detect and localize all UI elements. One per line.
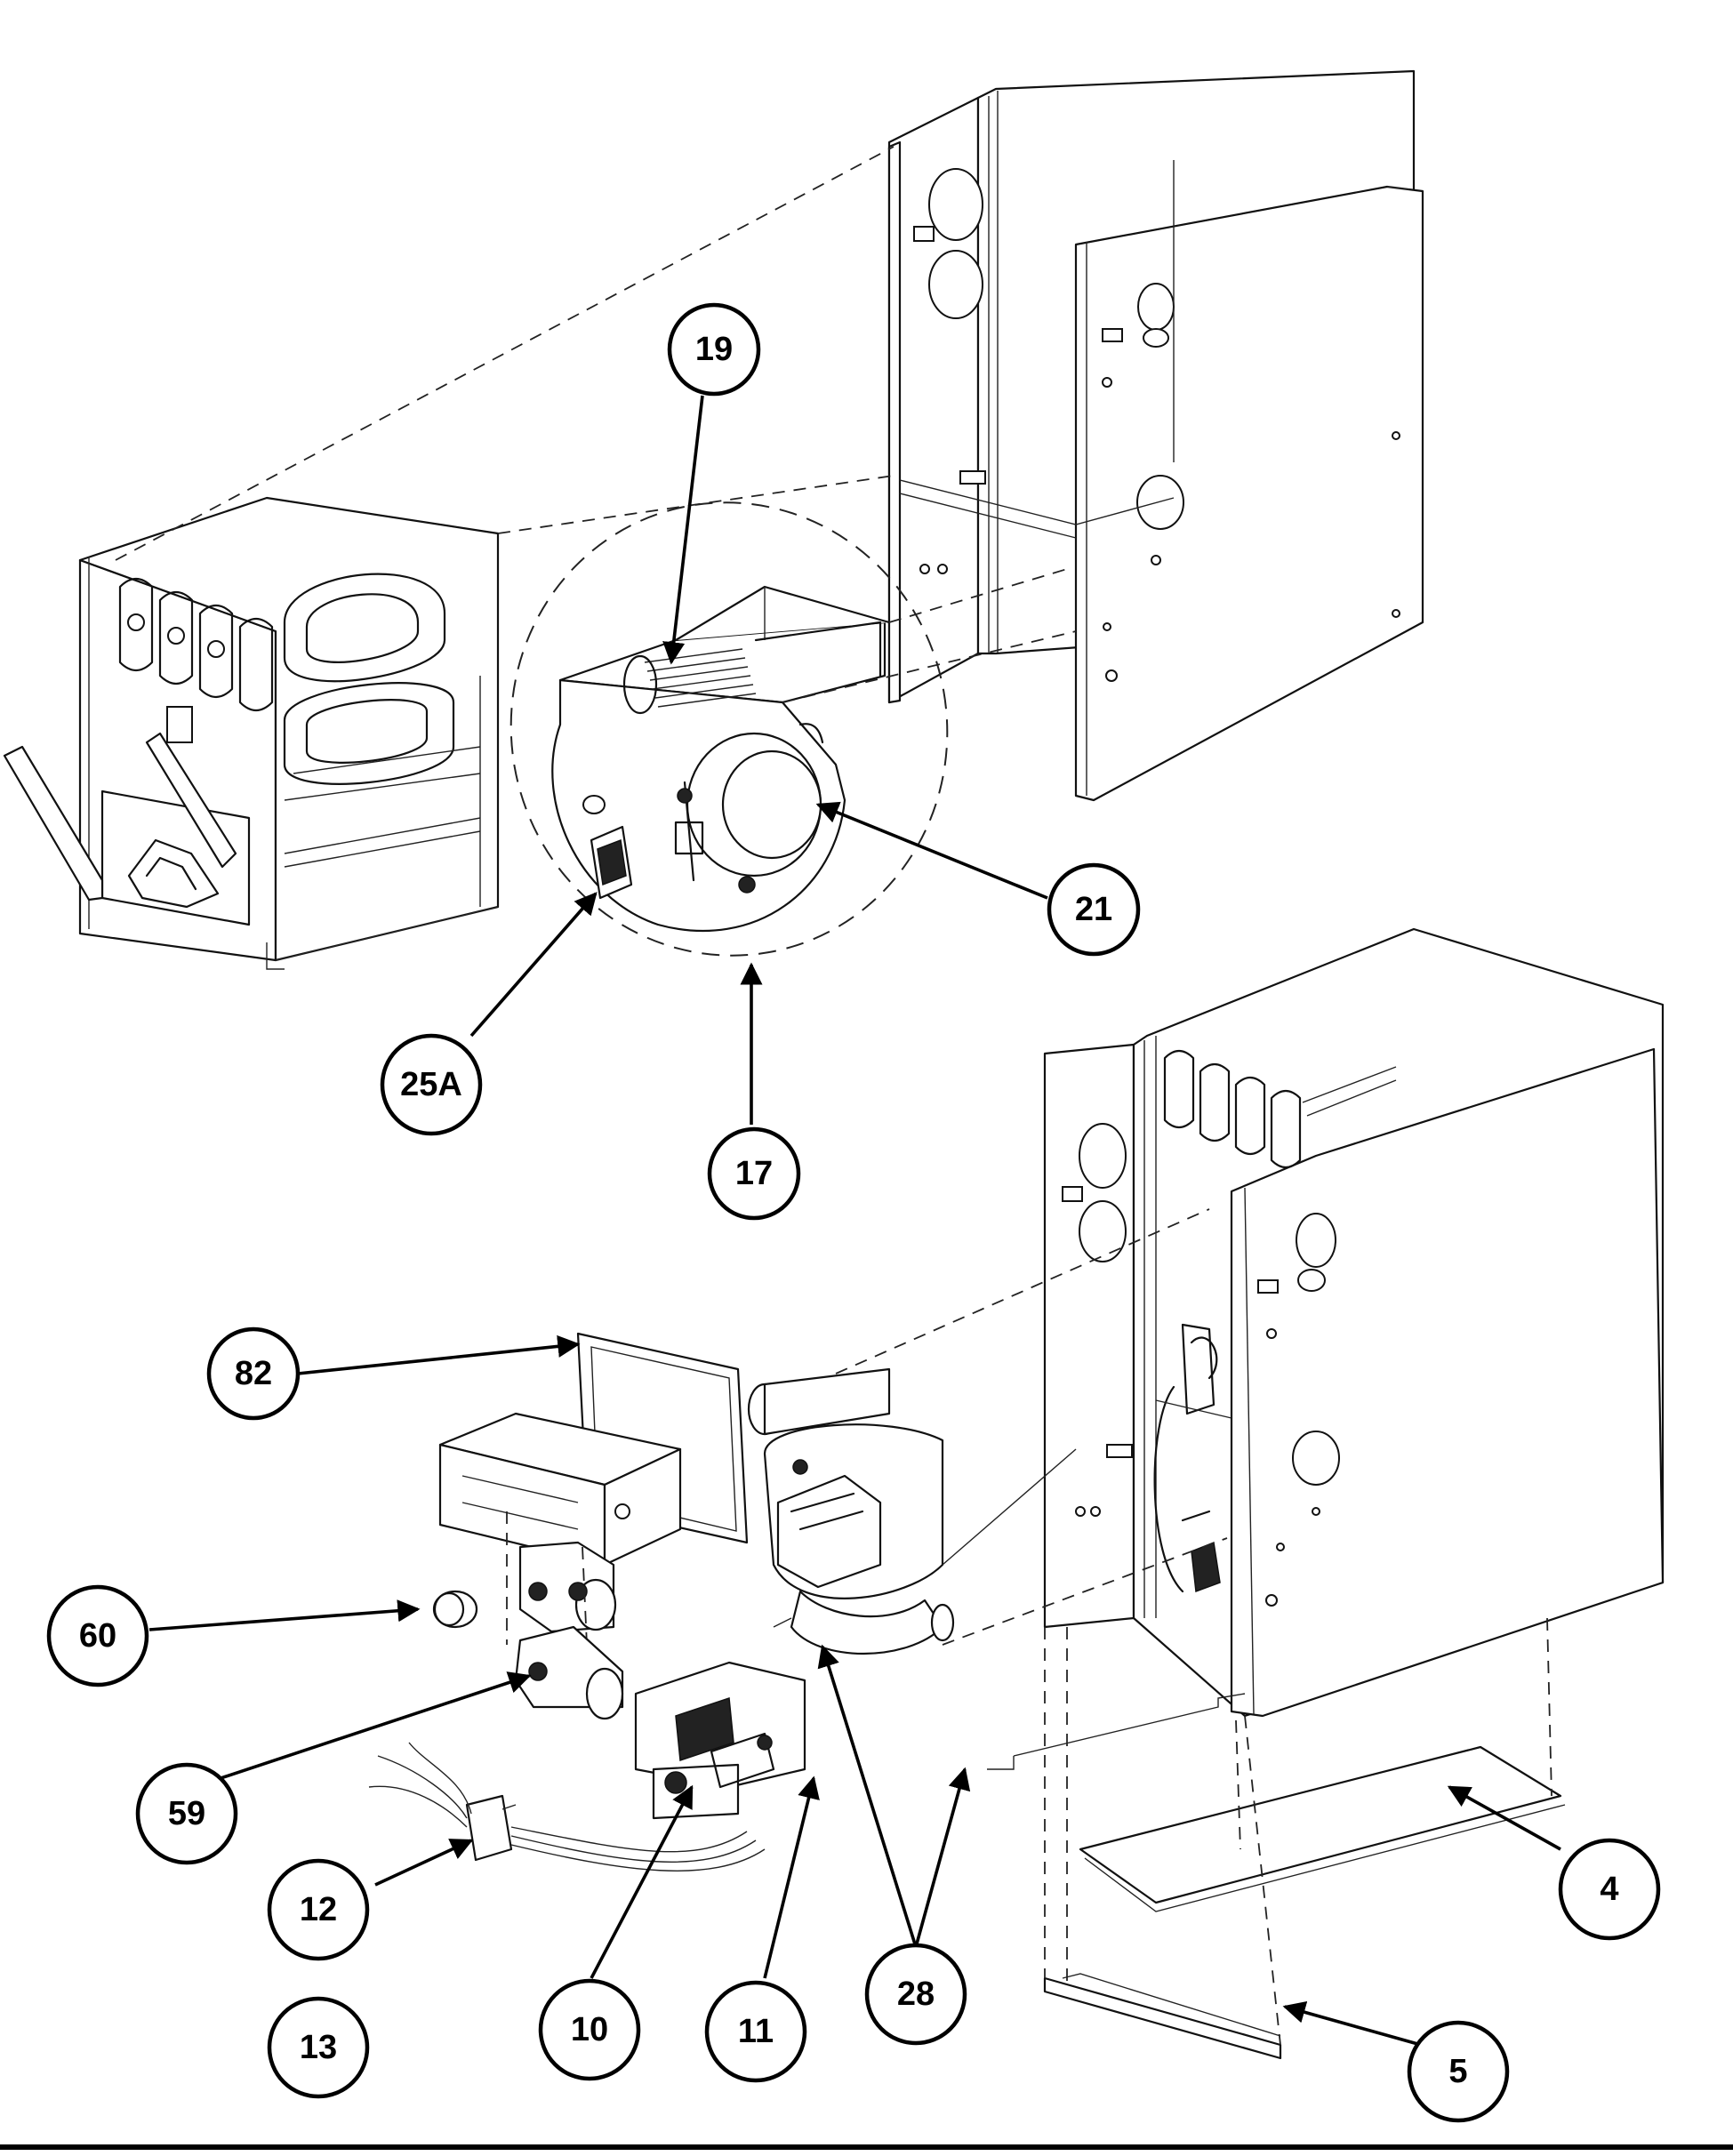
callout-25a: 25A (380, 1033, 483, 1136)
leader-lines (148, 395, 1561, 2047)
upper-cabinet (887, 69, 1424, 802)
callout-21-label: 21 (1075, 891, 1112, 928)
blower-wheel (622, 648, 757, 715)
blower-motor (674, 723, 824, 894)
callout-10: 10 (538, 1978, 641, 2081)
burner-ports (118, 577, 274, 712)
callout-17-label: 17 (735, 1155, 773, 1192)
callout-4: 4 (1558, 1838, 1661, 1941)
collector-box (438, 1412, 682, 1567)
callout-19-label: 19 (695, 331, 733, 368)
inducer-motor (747, 1367, 1077, 1655)
callout-5: 5 (1407, 2020, 1510, 2123)
callout-10-label: 10 (571, 2011, 608, 2048)
callout-21: 21 (1047, 862, 1141, 957)
callout-5-label: 5 (1448, 2053, 1467, 2090)
callout-13: 13 (267, 1996, 370, 2099)
callout-13-label: 13 (300, 2029, 337, 2066)
heat-exchanger-assembly (3, 496, 500, 970)
callout-82: 82 (206, 1326, 301, 1421)
callout-11-label: 11 (738, 2013, 774, 2050)
pressure-switch-assembly (506, 1511, 617, 1646)
bottom-rule (0, 2144, 1733, 2150)
callout-17: 17 (707, 1126, 801, 1221)
coupling-60 (432, 1590, 478, 1629)
callout-19: 19 (667, 302, 761, 397)
junction-box (368, 1742, 766, 1871)
inducer-housing-59 (514, 1625, 624, 1720)
callout-4-label: 4 (1600, 1871, 1618, 1908)
callout-25a-label: 25A (400, 1066, 462, 1103)
callout-60-label: 60 (79, 1617, 116, 1655)
callout-59-label: 59 (168, 1795, 205, 1832)
callout-28-label: 28 (897, 1976, 935, 2013)
lower-cabinet (835, 927, 1665, 2060)
callout-12: 12 (267, 1858, 370, 1961)
callout-28: 28 (864, 1943, 967, 2046)
callout-59: 59 (135, 1762, 238, 1865)
control-module (634, 1661, 806, 1820)
callout-11: 11 (704, 1980, 807, 2083)
callout-82-label: 82 (235, 1355, 272, 1392)
callout-60: 60 (46, 1584, 149, 1687)
sensor-wire (773, 1617, 1246, 1770)
blower-assembly (115, 146, 1077, 957)
callout-12-label: 12 (300, 1891, 337, 1928)
